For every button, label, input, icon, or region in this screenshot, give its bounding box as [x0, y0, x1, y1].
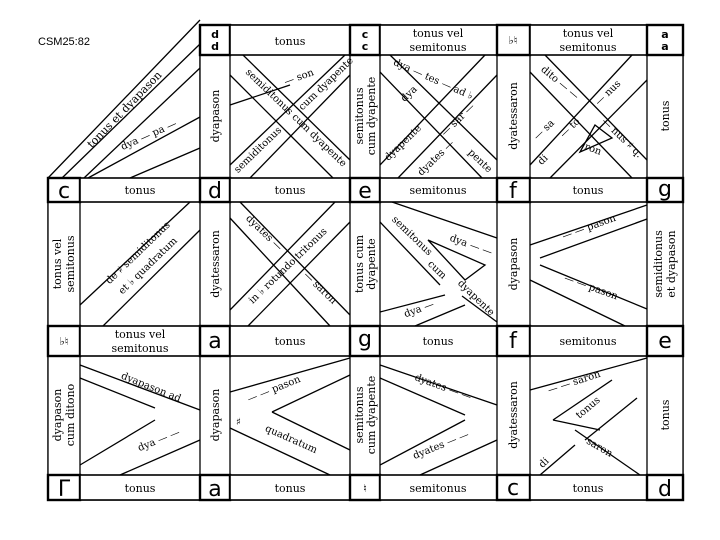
interval-label: tonus — [275, 482, 306, 495]
band-label: quadratum — [263, 423, 319, 456]
band-label: cum dyapente — [297, 55, 356, 113]
interval-label: semitonus — [410, 482, 467, 495]
band-label: semitonus — [389, 214, 434, 258]
note-e: e — [658, 329, 672, 354]
top-row: d d tonus c c tonus vel semitonus ♭♮ ton… — [198, 23, 685, 57]
band-label: — — pason — [561, 213, 618, 243]
strip-label: tonus cum — [353, 234, 366, 293]
strip-label: cum dyapente — [365, 77, 378, 156]
note-cc-lower: c — [362, 40, 369, 53]
row-2: c tonus d tonus e semitonus f tonus g — [46, 176, 685, 204]
interval-label: semitonus — [410, 41, 467, 54]
band-label: pente — [466, 147, 494, 175]
band-label: — sar — — [439, 102, 477, 139]
band-label: saron — [584, 436, 615, 460]
band-lines — [47, 19, 648, 476]
interval-label: semitonus — [112, 342, 169, 355]
band-label: tonus — [574, 395, 603, 421]
band-label: dyapente — [455, 278, 496, 318]
note-c: c — [507, 476, 519, 501]
strip-label: semitonus — [353, 386, 366, 443]
strip-label: dyapason — [209, 90, 222, 143]
interval-label: tonus vel — [563, 27, 614, 40]
note-b-flat-natural: ♭♮ — [508, 34, 517, 47]
band-label: — to — [558, 116, 582, 140]
interval-label: tonus vel — [413, 27, 464, 40]
band-label: dyates — — — [411, 429, 470, 461]
interval-label: tonus vel — [115, 328, 166, 341]
band-label: dya — — — [448, 233, 493, 259]
interval-label: semitonus — [410, 184, 467, 197]
note-gamma: Γ — [58, 477, 71, 502]
strip-label: cum ditono — [64, 383, 77, 446]
interval-label: tonus — [423, 335, 454, 348]
strip-label: dyatessaron — [507, 381, 520, 449]
band-label: — sa — [532, 118, 557, 143]
note-a: a — [208, 477, 221, 502]
strip-label: cum dyapente — [365, 376, 378, 455]
row-3: ♭♮ tonus vel semitonus a tonus g tonus f… — [46, 324, 685, 358]
note-dd-lower: d — [211, 40, 219, 53]
band-label: — nus ♯ q. — [599, 116, 644, 160]
note-dd-upper: d — [211, 28, 219, 41]
interval-label: tonus — [275, 35, 306, 48]
strip-label: tonus — [659, 399, 672, 430]
band-label: di — [537, 456, 552, 471]
strip-label: dyapason — [51, 389, 64, 442]
band-label: dya — [399, 84, 420, 104]
grid-frame — [47, 24, 684, 501]
note-e: e — [358, 179, 372, 204]
band-label: dyates — — [416, 138, 457, 178]
strip-label: semitonus — [64, 235, 77, 292]
note-aa-upper: a — [661, 28, 668, 41]
figure-caption: CSM25:82 — [38, 36, 90, 48]
interval-label: tonus — [275, 335, 306, 348]
strip-label: dyatessaron — [507, 82, 520, 150]
strip-label: et dyapason — [665, 230, 678, 297]
interval-label: semitonus — [560, 41, 617, 54]
band-label: in ♭ rotundo tritonus — [247, 226, 329, 306]
band-label: di — [536, 153, 551, 168]
note-d: d — [658, 477, 672, 502]
strip-label: dyapason — [209, 389, 222, 442]
note-cc-upper: c — [362, 28, 369, 41]
interval-label: tonus — [573, 482, 604, 495]
note-b-flat-natural: ♭♮ — [59, 335, 68, 348]
strip-labels: dyapason semitonus cum dyapente dyatessa… — [51, 77, 678, 455]
strip-label: dyapason — [507, 238, 520, 291]
strip-label: dyapente — [365, 238, 378, 289]
row-4: Γ tonus a tonus ♮ semitonus c tonus d — [46, 473, 685, 502]
band-label: — — pason — [563, 273, 620, 303]
interval-label: tonus — [125, 184, 156, 197]
interval-label: tonus — [573, 184, 604, 197]
band-label: — nus — [593, 78, 623, 108]
note-f: f — [509, 329, 518, 354]
strip-label: semiditonus — [652, 230, 665, 298]
band-label: dyapason ad — [119, 371, 183, 405]
note-c: c — [58, 179, 70, 204]
strip-label: semitonus — [353, 87, 366, 144]
note-g: g — [658, 177, 672, 202]
band-label: — son — [283, 67, 316, 88]
band-label: — — pason — [246, 374, 303, 406]
note-aa-lower: a — [661, 40, 668, 53]
band-label: dyates — — [243, 213, 284, 253]
note-a: a — [208, 329, 221, 354]
note-natural: ♮ — [363, 482, 367, 495]
band-label: cum — [425, 259, 448, 282]
band-label: ♯ — [236, 417, 241, 428]
strip-label: tonus vel — [51, 238, 64, 289]
note-d: d — [208, 179, 222, 204]
band-label: dyates — — — [413, 372, 473, 403]
strip-label: dyatessaron — [209, 230, 222, 298]
note-f: f — [509, 179, 518, 204]
interval-label: semitonus — [560, 335, 617, 348]
note-g: g — [358, 327, 372, 352]
band-label: dya — — — [136, 427, 181, 454]
strip-label: tonus — [659, 100, 672, 131]
interval-label: tonus — [125, 482, 156, 495]
band-label: ron — [583, 142, 603, 158]
interval-label: tonus — [275, 184, 306, 197]
